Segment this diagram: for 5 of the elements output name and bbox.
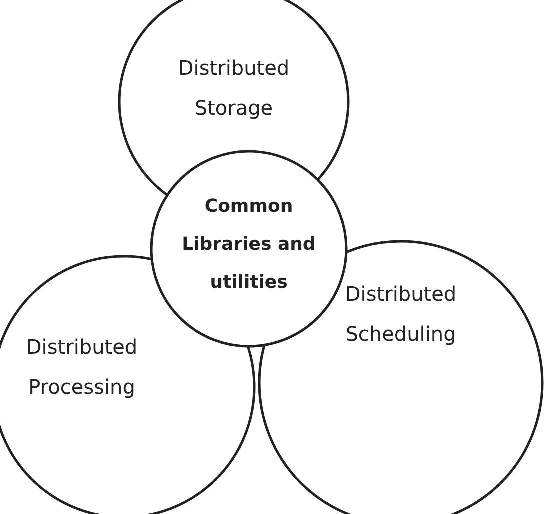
node-label: Distributed Scheduling — [344, 281, 458, 348]
circle-node — [150, 150, 348, 348]
node-label: Distributed Processing — [25, 334, 139, 401]
node-label: Distributed Storage — [177, 55, 291, 122]
node-label: Common Libraries and utilities — [181, 195, 317, 295]
